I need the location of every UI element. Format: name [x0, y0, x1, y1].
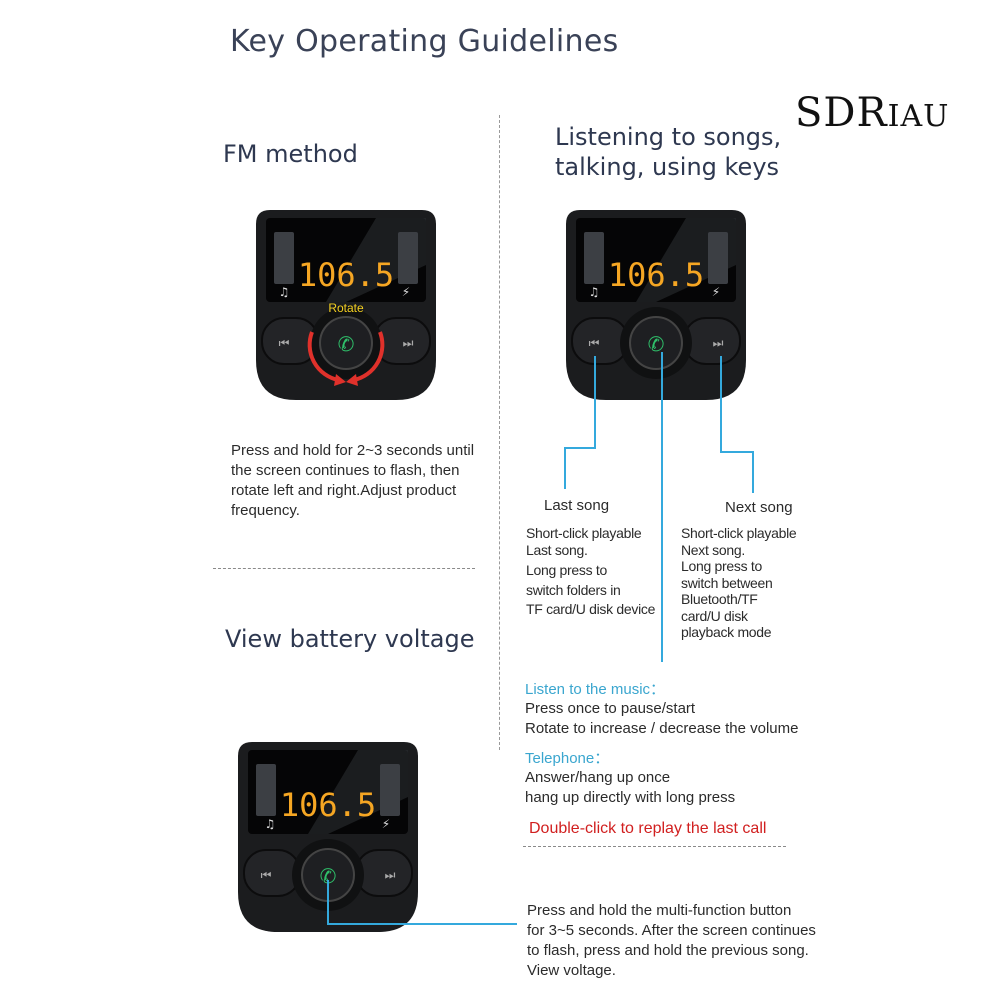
- keys-title-line: Listening to songs,: [555, 123, 782, 151]
- keys-section-title: Listening to songs, talking, using keys: [555, 122, 781, 182]
- battery-pointer: [327, 880, 329, 925]
- svg-text:⏮: ⏮: [279, 336, 290, 350]
- keys-display-text: 106.5: [608, 256, 704, 294]
- fm-display-text: 106.5: [298, 256, 394, 294]
- rotate-label: Rotate: [328, 301, 364, 315]
- last-song-line: TF card/U disk device: [526, 601, 656, 617]
- fm-description: Press and hold for 2~3 seconds until the…: [231, 441, 491, 521]
- svg-text:⏭: ⏭: [403, 336, 414, 350]
- last-song-pointer: [564, 447, 566, 489]
- last-song-description: Short-click playable Last song. Long pre…: [526, 525, 655, 618]
- telephone-label: Telephone：: [525, 750, 610, 767]
- vertical-divider: [499, 115, 500, 750]
- last-song-pointer: [594, 356, 596, 448]
- brand-logo: SDRIAU: [795, 90, 949, 136]
- brand-logo-main: SDR: [795, 90, 888, 136]
- battery-line: Press and hold the multi-function button: [527, 902, 792, 919]
- svg-text:⏭: ⏭: [713, 336, 724, 350]
- music-label: Listen to the music：: [525, 681, 666, 698]
- battery-pointer: [327, 923, 517, 925]
- next-song-pointer: [720, 451, 754, 453]
- svg-text:✆: ✆: [320, 864, 337, 888]
- svg-text:⚡: ⚡: [382, 817, 390, 831]
- svg-text:♫: ♫: [279, 285, 290, 299]
- battery-display-text: 106.5: [280, 786, 376, 824]
- last-song-pointer: [564, 447, 596, 449]
- battery-line: View voltage.: [527, 962, 616, 979]
- next-song-line: Bluetooth/TF: [681, 591, 758, 607]
- next-song-line: switch between: [681, 574, 773, 591]
- last-song-label: Last song: [544, 497, 610, 514]
- left-divider: [213, 568, 475, 569]
- battery-section-title: View battery voltage: [225, 625, 475, 653]
- battery-line: to flash, press and hold the previous so…: [527, 942, 809, 959]
- svg-text:⏮: ⏮: [589, 336, 600, 350]
- right-divider: [523, 846, 786, 847]
- fm-device-image: ♫ ⚡ 106.5 ⏮ ⏭ ✆ Rotate: [256, 210, 436, 400]
- battery-device-image: ♫ ⚡ 106.5 ⏮ ⏭ ✆: [238, 742, 418, 932]
- telephone-line: hang up directly with long press: [525, 789, 736, 806]
- music-line: Rotate to increase / decrease the volume: [525, 720, 799, 737]
- next-song-line: Short-click playable: [681, 525, 797, 541]
- svg-text:⏭: ⏭: [385, 868, 396, 882]
- next-song-pointer: [720, 356, 722, 452]
- svg-text:♫: ♫: [589, 285, 600, 299]
- next-song-line: card/U disk: [681, 607, 748, 624]
- telephone-description: Answer/hang up once hang up directly wit…: [525, 768, 735, 808]
- battery-line: for 3~5 seconds. After the screen contin…: [527, 922, 816, 939]
- last-song-line: Short-click playable: [526, 525, 642, 541]
- svg-text:⏮: ⏮: [261, 868, 272, 882]
- double-click-note: Double-click to replay the last call: [529, 820, 767, 837]
- fm-line: Press and hold for 2~3 seconds until: [231, 442, 475, 459]
- keys-title-line: talking, using keys: [555, 153, 780, 181]
- next-song-line: playback mode: [681, 624, 772, 640]
- telephone-line: Answer/hang up once: [525, 769, 671, 786]
- next-song-label: Next song: [725, 499, 793, 516]
- fm-line: frequency.: [231, 502, 300, 519]
- next-song-pointer: [752, 451, 754, 493]
- svg-text:✆: ✆: [338, 332, 355, 356]
- battery-description: Press and hold the multi-function button…: [527, 901, 827, 981]
- music-line: Press once to pause/start: [525, 700, 696, 717]
- last-song-line: switch folders in: [526, 581, 621, 598]
- keys-device-image: ♫ ⚡ 106.5 ⏮ ⏭ ✆: [566, 210, 746, 400]
- svg-text:♫: ♫: [265, 817, 276, 831]
- svg-text:⚡: ⚡: [402, 285, 410, 299]
- last-song-line: Long press to: [526, 562, 607, 578]
- fm-line: the screen continues to flash, then: [231, 462, 460, 479]
- svg-text:⚡: ⚡: [712, 285, 720, 299]
- last-song-line: Last song.: [526, 541, 588, 558]
- music-description: Press once to pause/start Rotate to incr…: [525, 699, 799, 739]
- center-button-pointer: [661, 352, 663, 662]
- fm-line: rotate left and right.Adjust product: [231, 482, 457, 499]
- brand-logo-rest: IAU: [887, 99, 950, 134]
- next-song-line: Next song.: [681, 541, 745, 558]
- svg-text:✆: ✆: [648, 332, 665, 356]
- fm-section-title: FM method: [223, 140, 358, 168]
- next-song-line: Long press to: [681, 558, 762, 574]
- next-song-description: Short-click playable Next song. Long pre…: [681, 525, 797, 641]
- page-title: Key Operating Guidelines: [230, 24, 619, 59]
